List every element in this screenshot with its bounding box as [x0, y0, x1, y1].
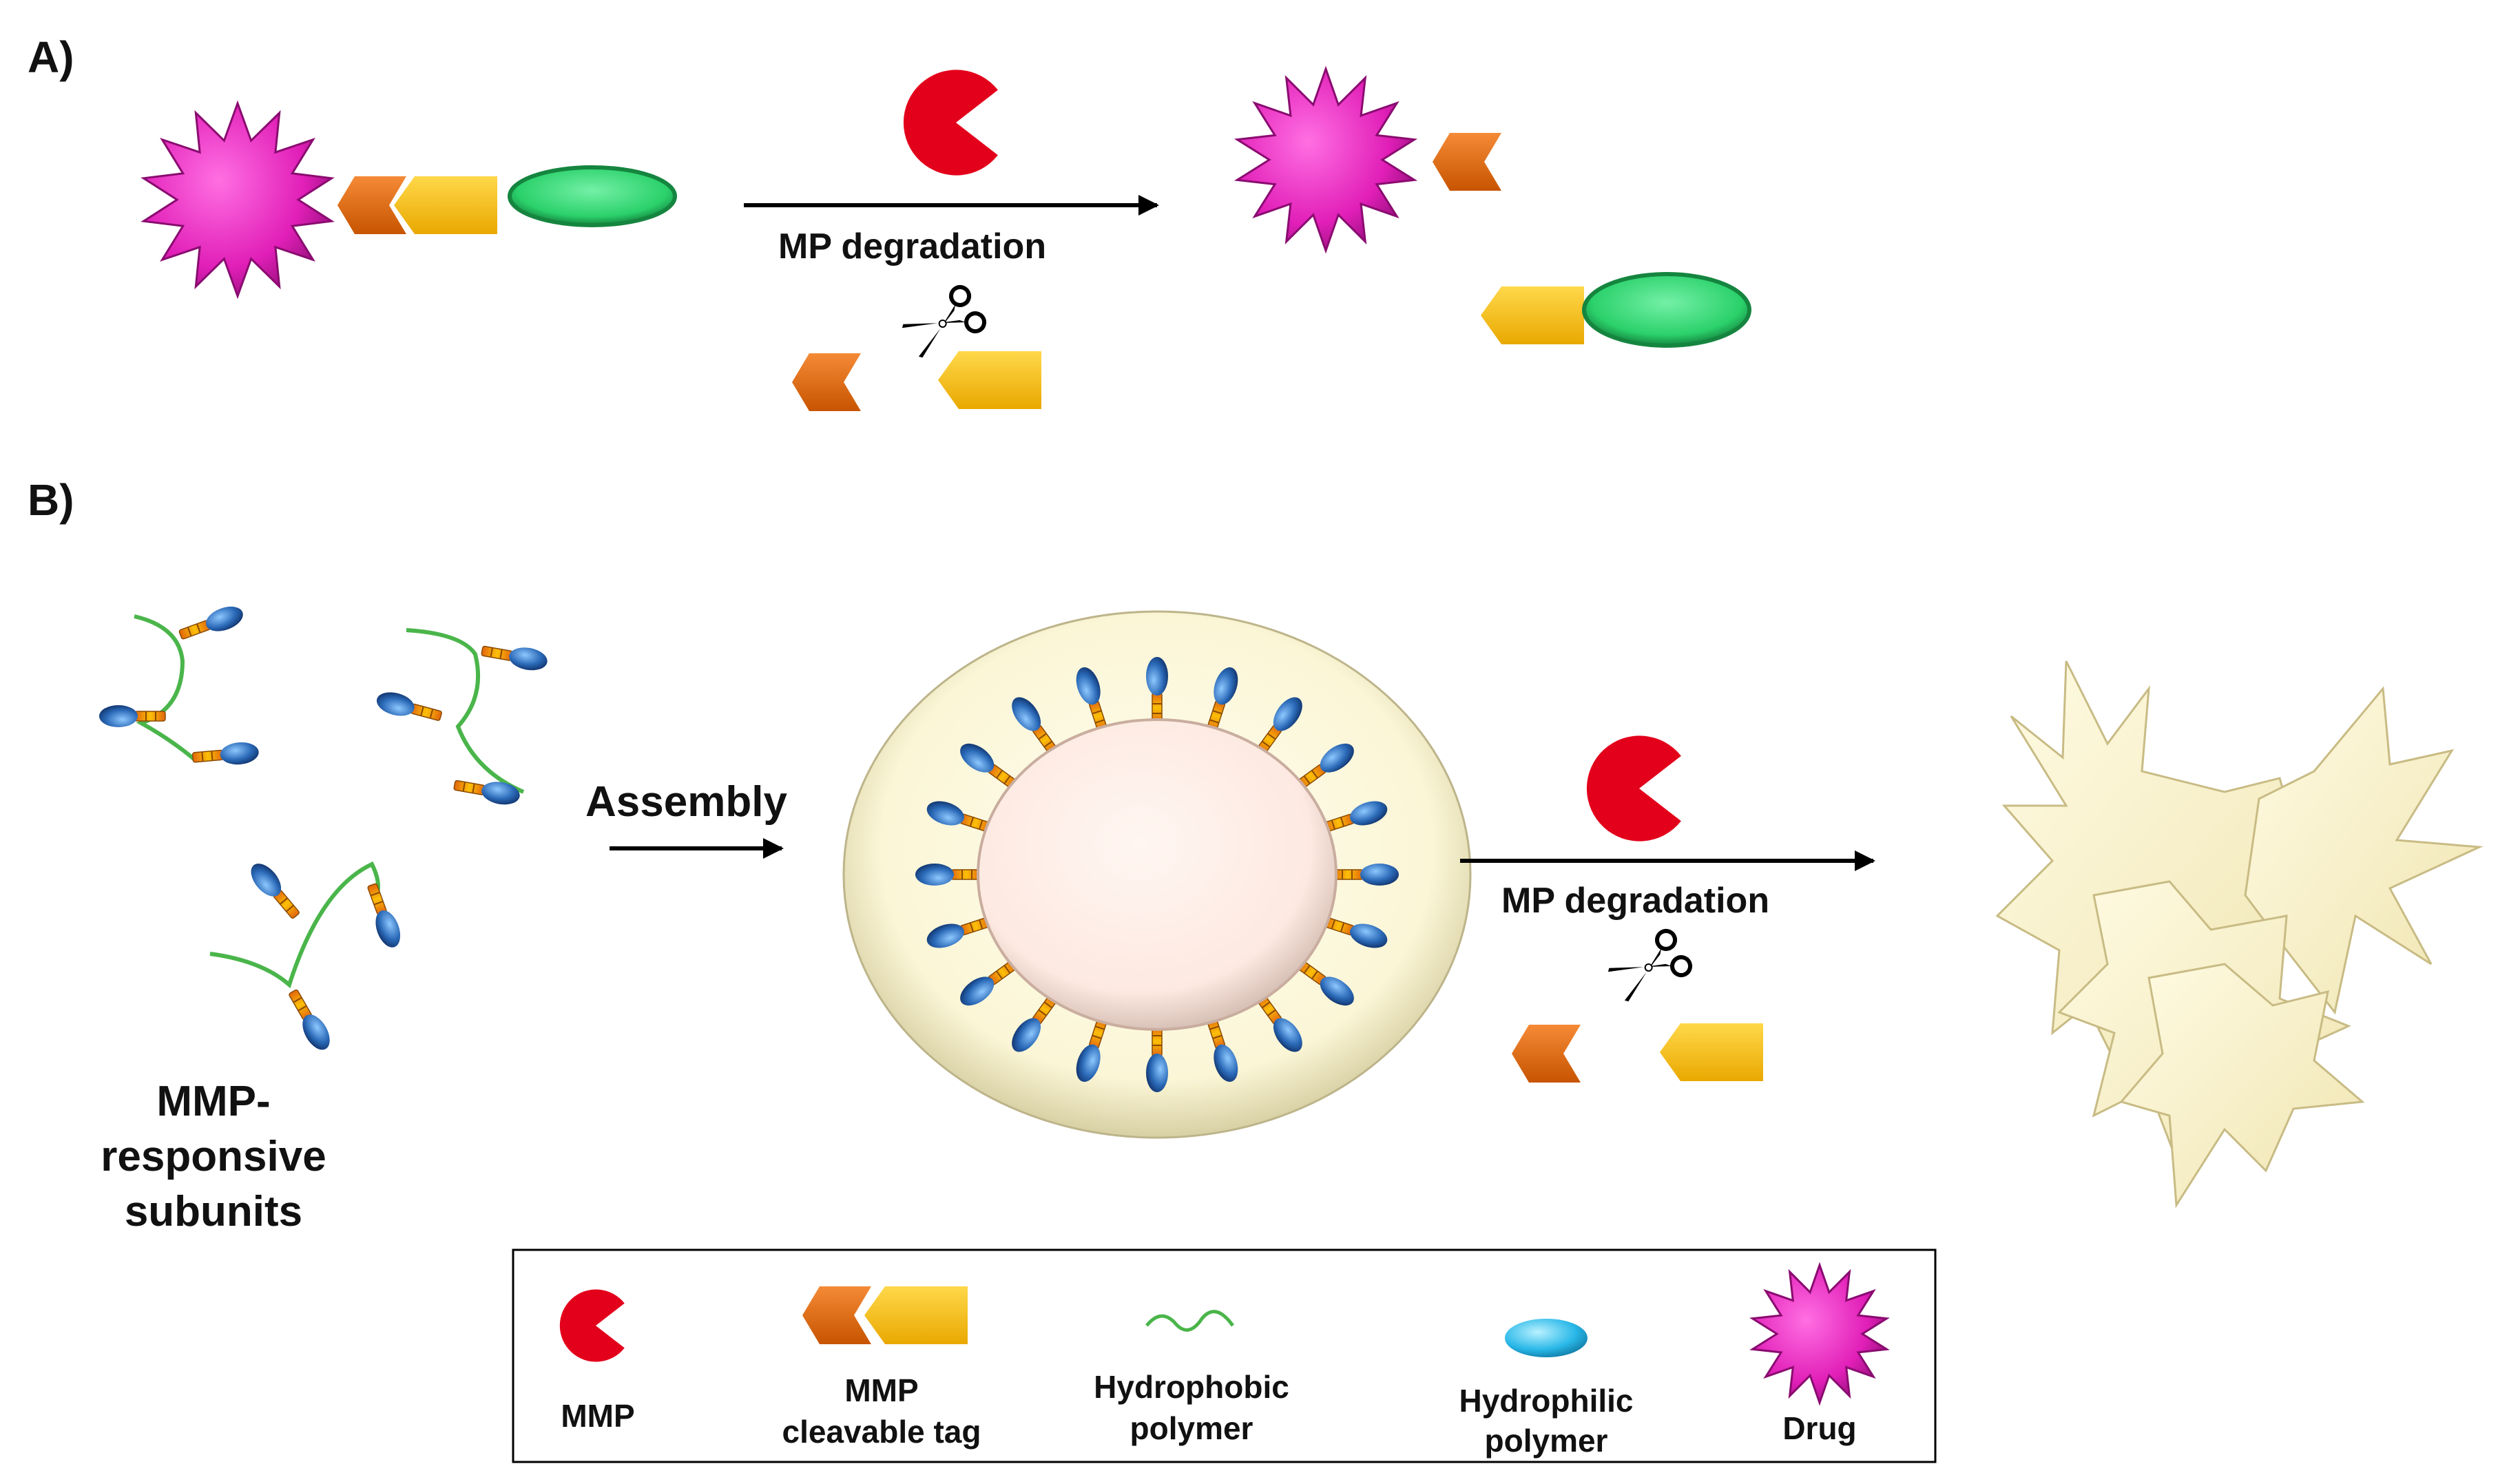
drug-star-icon — [140, 100, 335, 300]
legend-tag-label-line-2: cleavable tag — [782, 1414, 981, 1450]
panel-b-arrow-label: MP degradation — [1501, 881, 1769, 921]
panel-a-conjugate — [140, 100, 677, 300]
polymer-ellipse-icon — [508, 165, 677, 227]
hydrophobic-line — [134, 614, 198, 763]
panel-a-products — [1234, 65, 1751, 348]
legend-tag-label-line-1: MMP — [844, 1372, 918, 1408]
fragment-piece — [2244, 686, 2484, 1015]
hydrophobic-line-icon — [1145, 1310, 1235, 1332]
legend-hydrophobic: Hydrophobic polymer — [1094, 1310, 1289, 1446]
legend-drug: Drug — [1749, 1262, 1890, 1446]
tag-yellow-icon — [1481, 286, 1584, 344]
vesicle-icon — [842, 610, 1472, 1139]
legend-box — [512, 1248, 1937, 1463]
tag-yellow-icon — [938, 351, 1041, 409]
tag-yellow-icon — [394, 176, 497, 234]
legend-hydrophilic: Hydrophilic polymer — [1459, 1319, 1634, 1459]
tag-yellow-icon — [1660, 1023, 1763, 1081]
hydrophobic-line — [209, 861, 380, 989]
tag-orange-icon — [1433, 133, 1501, 191]
drug-star-icon — [1234, 65, 1418, 254]
fragment-piece — [2119, 963, 2365, 1209]
hydrophobic-line — [406, 628, 525, 794]
fragment-icon — [1995, 660, 2484, 1209]
subunit-2 — [373, 628, 550, 808]
assembly-label: Assembly — [585, 778, 787, 826]
vesicle-core — [977, 718, 1338, 1031]
panel-b-label: B) — [28, 475, 74, 525]
legend-hydrophilic-label-line-1: Hydrophilic — [1459, 1383, 1633, 1419]
panel-a-mmp — [903, 70, 998, 176]
polymer-ellipse-icon — [1582, 272, 1751, 348]
scissors-icon — [1604, 928, 1693, 1007]
tag-orange-icon — [792, 353, 861, 411]
subunit-cluster — [98, 601, 550, 1056]
subunits-label-line-2: responsive — [101, 1133, 326, 1180]
subunit-3 — [209, 857, 406, 1056]
subunits-label-line-3: subunits — [125, 1188, 302, 1235]
tag-orange-icon — [1512, 1025, 1581, 1083]
legend-tag: MMP cleavable tag — [782, 1286, 981, 1450]
hydrophilic-ellipse-icon — [1505, 1319, 1588, 1357]
mmp-pacman-icon — [903, 70, 998, 176]
panel-b-mmp — [1586, 735, 1681, 842]
legend-hydrophobic-label-line-2: polymer — [1130, 1410, 1253, 1446]
drug-star-icon — [1749, 1262, 1890, 1406]
panel-a-arrow-label: MP degradation — [778, 227, 1046, 267]
subunits-label-line-1: MMP- — [156, 1078, 270, 1125]
cleavable-tag-icon — [864, 1286, 968, 1344]
legend-drug-label: Drug — [1782, 1410, 1856, 1446]
mmp-pacman-icon — [1586, 735, 1681, 842]
legend-hydrophilic-label-line-2: polymer — [1485, 1423, 1608, 1459]
legend-mmp: MMP — [559, 1289, 635, 1434]
legend-mmp-label: MMP — [561, 1398, 634, 1434]
panel-a-label: A) — [28, 32, 74, 82]
legend-hydrophobic-label-line-1: Hydrophobic — [1094, 1369, 1289, 1405]
subunit-1 — [98, 601, 261, 769]
